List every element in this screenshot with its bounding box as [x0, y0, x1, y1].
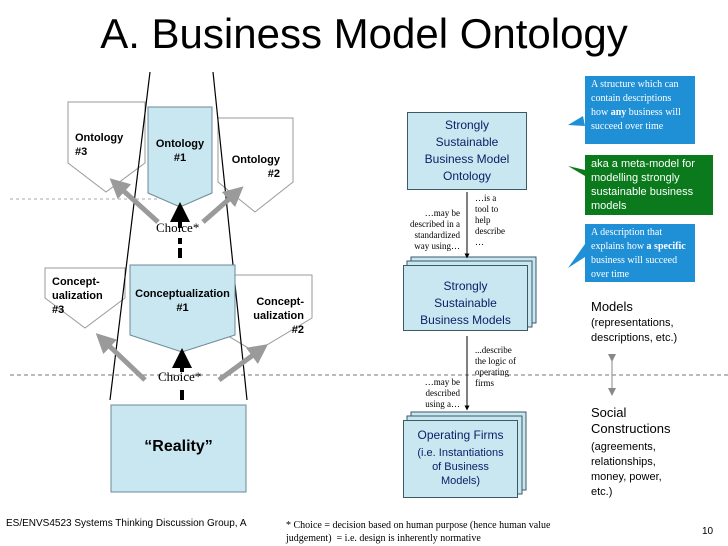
note-standardized: …may be described in a standardized way … — [410, 208, 460, 251]
ontology-1-label: Ontology #1 — [155, 138, 205, 164]
ontology-box: Strongly Sustainable Business Model Onto… — [407, 112, 527, 190]
operating-firms-box: Operating Firms (i.e. Instantiations of … — [403, 420, 518, 498]
note-tool: …is a tool to help describe … — [475, 193, 505, 247]
concept-1-label: Conceptualization #1 — [135, 288, 230, 314]
callout-description: A description that explains how a specif… — [585, 224, 695, 282]
operating-firms-title: Operating Firms — [417, 428, 504, 442]
legend-models-subtitle: (representations, descriptions, etc.) — [591, 317, 678, 344]
operating-firms-subtitle: (i.e. Instantiations of Business Models) — [417, 447, 504, 487]
legend-social-title: Social Constructions — [591, 405, 671, 436]
concept-3-label: Concept- ualization #3 — [52, 276, 103, 316]
concept-1-shape — [129, 264, 236, 353]
concept-2-label: Concept- ualization #2 — [253, 296, 304, 336]
ontology-2-label: Ontology #2 — [231, 154, 280, 180]
page-number: 10 — [702, 526, 714, 537]
reality-label: “Reality” — [144, 438, 213, 455]
concept-3-shape — [44, 267, 126, 329]
ontology-3-shape — [67, 101, 146, 193]
note-describe-logic: ...describe the logic of operating firms — [475, 345, 516, 388]
ontology-1-shape — [147, 106, 213, 208]
page-title: A. Business Model Ontology — [100, 10, 628, 57]
choice-label-lower: Choice* — [158, 369, 202, 384]
ontology-3-label: Ontology #3 — [75, 132, 124, 158]
note-may-described: …may be described using a… — [424, 377, 460, 409]
choice-label-upper: Choice* — [156, 220, 200, 235]
legend-social-subtitle: (agreements, relationships, money, power… — [591, 441, 662, 498]
legend-models-title: Models — [591, 299, 633, 314]
footer-note: * Choice = decision based on human purpo… — [286, 520, 551, 544]
business-models-box: Strongly Sustainable Business Models — [403, 265, 528, 331]
callout-meta-model: aka a meta-model for modelling strongly … — [585, 155, 713, 215]
footer-left: ES/ENVS4523 Systems Thinking Discussion … — [6, 518, 247, 529]
callout-structure: A structure which can contain descriptio… — [585, 76, 695, 144]
reality-shape — [110, 404, 247, 493]
